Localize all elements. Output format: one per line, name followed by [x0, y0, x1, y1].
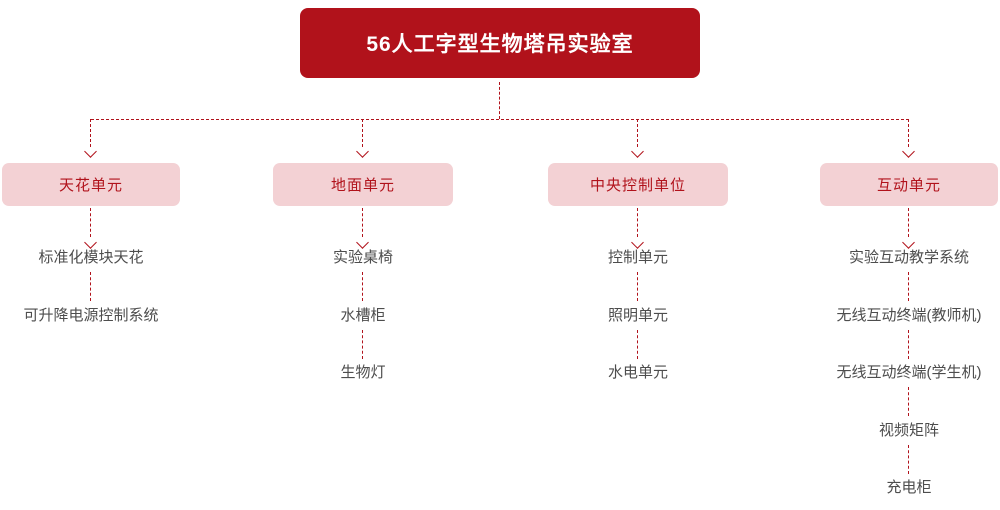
arrow-down-icon [631, 145, 644, 158]
item-node: 控制单元 [607, 249, 668, 266]
arrow-down-icon [902, 236, 915, 249]
connector-item [908, 330, 909, 359]
item-node: 无线互动终端(学生机) [836, 364, 982, 381]
root-node: 56人工字型生物塔吊实验室 [300, 8, 700, 78]
connector-drop-3 [637, 119, 638, 147]
arrow-down-icon [356, 236, 369, 249]
item-node: 生物灯 [340, 364, 386, 381]
item-node: 实验桌椅 [332, 249, 393, 266]
arrow-down-icon [84, 236, 97, 249]
connector-cat2-item [362, 208, 363, 237]
category-node-central-control: 中央控制单位 [548, 163, 728, 206]
arrow-down-icon [902, 145, 915, 158]
item-node: 无线互动终端(教师机) [836, 307, 982, 324]
connector-cat4-item [908, 208, 909, 237]
arrow-down-icon [356, 145, 369, 158]
connector-item [637, 330, 638, 359]
root-title: 56人工字型生物塔吊实验室 [366, 33, 634, 56]
connector-item [908, 445, 909, 474]
connector-item [362, 330, 363, 359]
connector-drop-4 [908, 119, 909, 147]
arrow-down-icon [84, 145, 97, 158]
connector-cat3-item [637, 208, 638, 237]
connector-item [362, 272, 363, 301]
category-node-interactive: 互动单元 [820, 163, 998, 206]
category-label: 天花单元 [58, 177, 123, 194]
connector-item [90, 272, 91, 301]
category-node-ceiling: 天花单元 [2, 163, 180, 206]
category-label: 地面单元 [330, 177, 395, 194]
connector-drop-2 [362, 119, 363, 147]
item-node: 可升降电源控制系统 [23, 307, 159, 324]
connector-item [908, 272, 909, 301]
connector-branch-rail [91, 119, 909, 120]
item-node: 视频矩阵 [878, 422, 939, 439]
item-node: 标准化模块天花 [38, 249, 144, 266]
item-node: 充电柜 [886, 479, 932, 496]
category-label: 互动单元 [876, 177, 941, 194]
connector-item [637, 272, 638, 301]
item-node: 水槽柜 [340, 307, 386, 324]
category-node-ground: 地面单元 [273, 163, 453, 206]
connector-cat1-item [90, 208, 91, 237]
item-node: 实验互动教学系统 [848, 249, 969, 266]
category-label: 中央控制单位 [589, 177, 686, 194]
item-node: 照明单元 [607, 307, 668, 324]
connector-root-stem [499, 82, 500, 119]
connector-item [908, 387, 909, 416]
item-node: 水电单元 [607, 364, 668, 381]
arrow-down-icon [631, 236, 644, 249]
connector-drop-1 [90, 119, 91, 147]
